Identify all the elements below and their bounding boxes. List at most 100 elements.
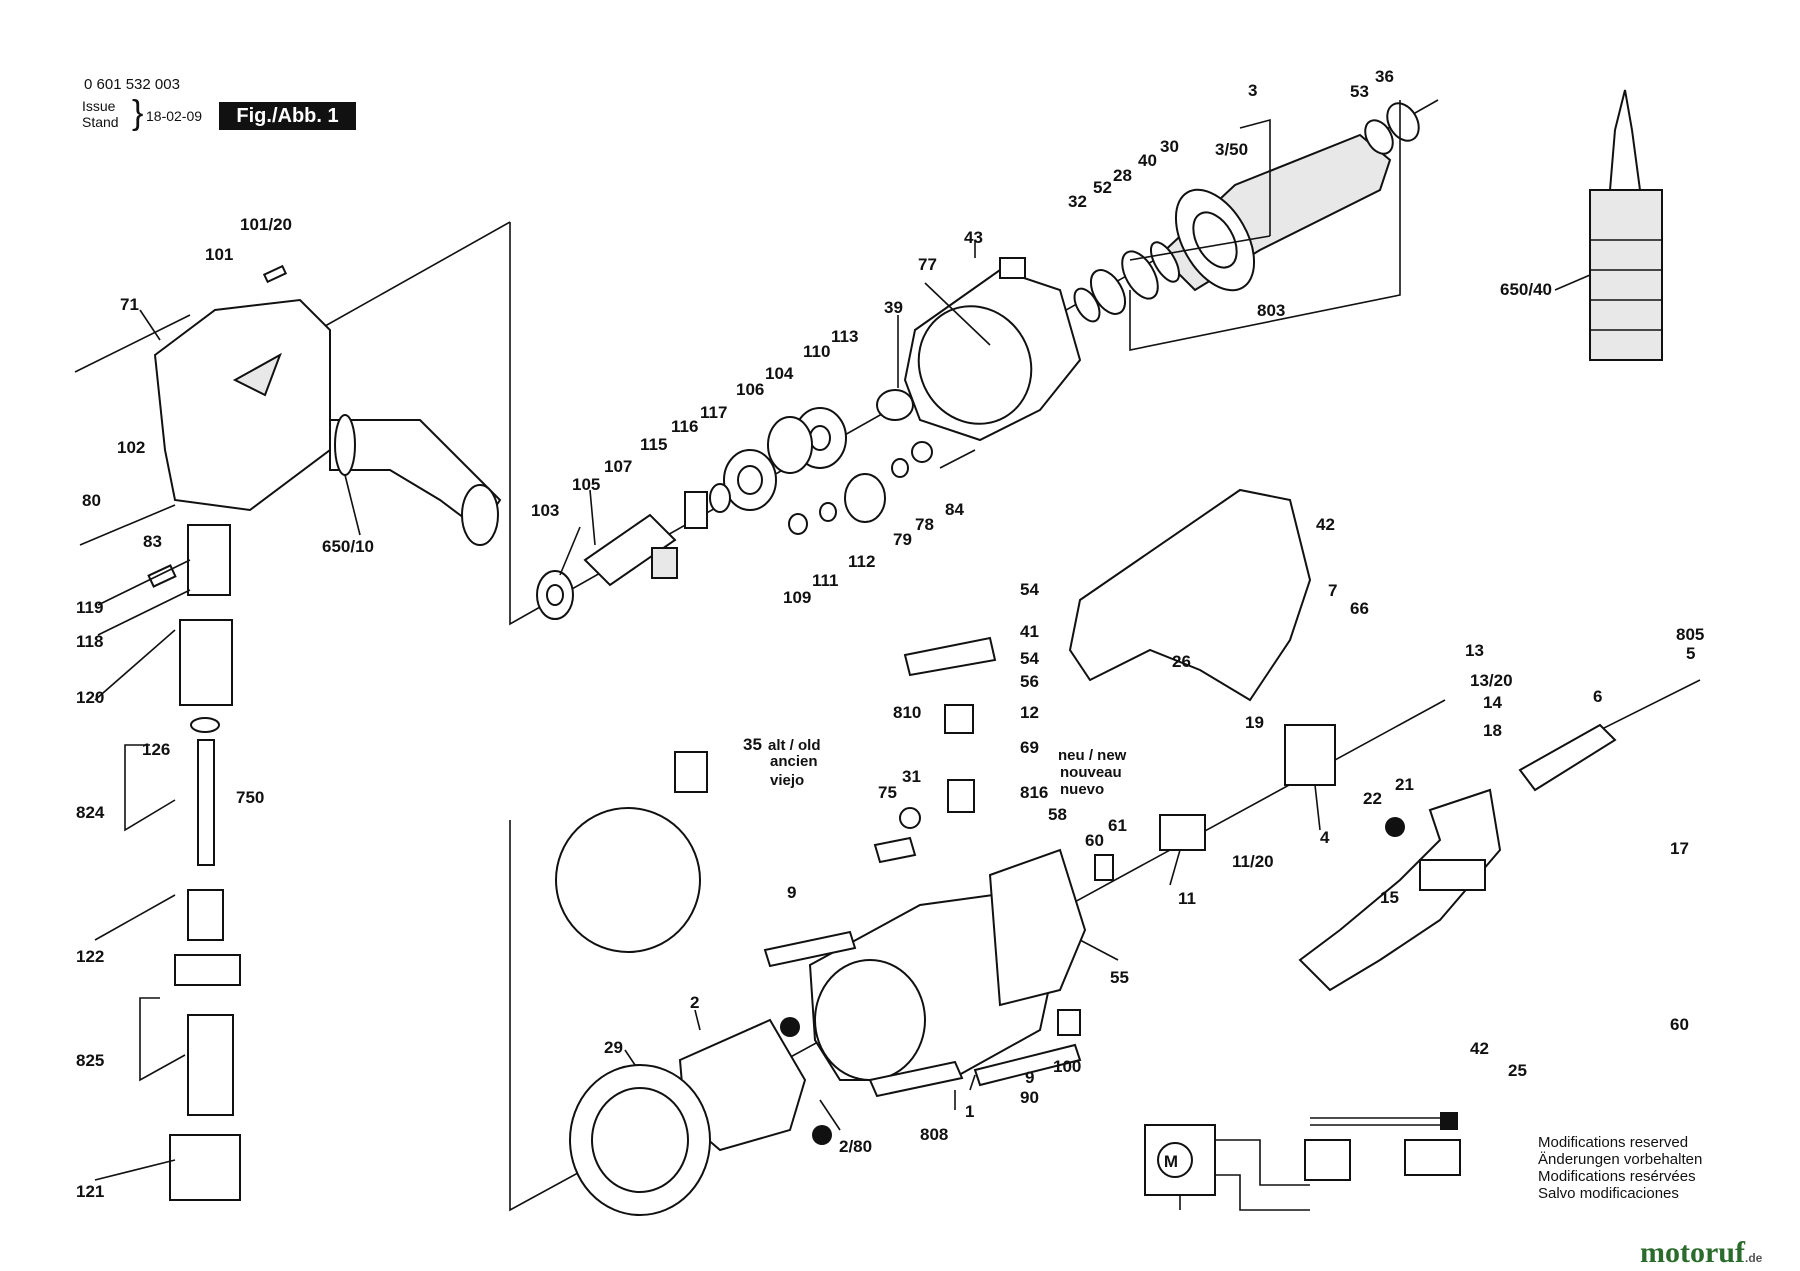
leader-77 xyxy=(924,282,991,346)
motoruf-logo[interactable]: motoruf.de xyxy=(1640,1236,1762,1270)
plate-15 xyxy=(1419,859,1486,891)
label-58: 58 xyxy=(1048,805,1067,824)
air-guide-29-inner xyxy=(591,1087,689,1193)
bearing-103-bore xyxy=(546,584,564,606)
label-110: 110 xyxy=(803,342,830,361)
nibbler-head xyxy=(74,264,502,546)
bracket-3-low xyxy=(1129,235,1271,261)
leader-119 xyxy=(97,559,191,606)
label-106: 106 xyxy=(736,380,764,399)
label-21: 21 xyxy=(1395,775,1414,794)
label-122: 122 xyxy=(76,947,104,966)
pin-101-20 xyxy=(262,264,288,284)
label-2: 2 xyxy=(690,993,699,1012)
punch-750 xyxy=(197,739,215,866)
capacitor-11 xyxy=(1159,814,1206,851)
issue-label: Issue xyxy=(82,98,116,114)
leader-lines xyxy=(94,240,1591,1210)
label-25: 25 xyxy=(1508,1061,1527,1080)
leader-29 xyxy=(624,1049,636,1066)
detail-circle xyxy=(555,807,701,953)
label-90: 90 xyxy=(1020,1088,1039,1107)
bracket-803 xyxy=(1129,100,1401,351)
bushing-109 xyxy=(788,513,808,535)
label-810: 810 xyxy=(893,703,921,722)
label-650-10: 650/10 xyxy=(322,537,374,556)
washer-79 xyxy=(891,458,909,478)
brush-holder-35 xyxy=(674,751,708,793)
armature-fan-hub xyxy=(1192,211,1238,269)
label-9b: 9 xyxy=(1025,1068,1034,1087)
label-3: 3 xyxy=(1248,81,1257,100)
label-42-top: 42 xyxy=(1316,515,1335,534)
capacitor-symbol xyxy=(1404,1139,1461,1176)
label-nouveau: nouveau xyxy=(1060,764,1122,781)
label-6: 6 xyxy=(1593,687,1602,706)
label-101: 101 xyxy=(205,245,233,264)
label-ancien: ancien xyxy=(770,753,818,770)
label-104: 104 xyxy=(765,364,794,383)
label-54b: 54 xyxy=(1020,649,1039,668)
label-803: 803 xyxy=(1257,301,1285,320)
stand-label: Stand xyxy=(82,114,119,130)
label-3-50: 3/50 xyxy=(1215,140,1248,159)
bracket-825 xyxy=(139,997,186,1082)
label-22: 22 xyxy=(1363,789,1382,808)
die-825 xyxy=(187,1014,234,1116)
label-14: 14 xyxy=(1483,693,1502,712)
label-32: 32 xyxy=(1068,192,1087,211)
label-5: 5 xyxy=(1686,644,1695,663)
leader-4 xyxy=(1314,784,1321,831)
label-2-80: 2/80 xyxy=(839,1137,872,1156)
label-55: 55 xyxy=(1110,968,1129,987)
label-36: 36 xyxy=(1375,67,1394,86)
label-69: 69 xyxy=(1020,738,1039,757)
armature-group xyxy=(1073,100,1420,351)
bracket-3 xyxy=(1239,118,1271,236)
modifications-note: Modifications reserved Änderungen vorbeh… xyxy=(1538,1134,1702,1202)
gear-housing-43 xyxy=(903,257,1082,442)
label-121: 121 xyxy=(76,1182,104,1201)
label-805: 805 xyxy=(1676,625,1704,644)
leader-2-80 xyxy=(819,1099,841,1131)
label-102: 102 xyxy=(117,438,145,457)
label-107: 107 xyxy=(604,457,632,476)
label-52: 52 xyxy=(1093,178,1112,197)
plug-terminals xyxy=(1440,1112,1458,1130)
head-101 xyxy=(153,298,331,512)
leader-1 xyxy=(969,1074,976,1091)
label-105: 105 xyxy=(572,475,600,494)
plate-75 xyxy=(873,836,917,864)
gear-116 xyxy=(684,491,708,529)
leader-650-40 xyxy=(1554,274,1591,291)
label-60b: 60 xyxy=(1670,1015,1689,1034)
label-54a: 54 xyxy=(1020,580,1039,599)
washer-111 xyxy=(819,502,837,522)
wiring-schematic xyxy=(1144,1112,1461,1211)
leader-55 xyxy=(1079,939,1119,961)
handle-42-bottom xyxy=(1298,788,1502,992)
pinion-39 xyxy=(876,389,914,421)
label-29: 29 xyxy=(604,1038,623,1057)
label-56: 56 xyxy=(1020,672,1039,691)
label-4: 4 xyxy=(1320,828,1330,847)
leader-121 xyxy=(94,1159,176,1181)
label-35: 35 xyxy=(743,735,762,754)
label-126: 126 xyxy=(142,740,170,759)
modifications-es: Salvo modificaciones xyxy=(1538,1185,1679,1202)
label-13-20: 13/20 xyxy=(1470,671,1513,690)
switch-symbol xyxy=(1304,1139,1351,1181)
gear-train xyxy=(536,389,976,620)
housing-43-boss xyxy=(999,257,1026,279)
label-motor-M: M xyxy=(1164,1152,1178,1171)
carbon-brush-816 xyxy=(947,779,975,813)
e-marker-1-text: e xyxy=(786,1019,794,1036)
label-109: 109 xyxy=(783,588,811,607)
punch-column xyxy=(124,524,241,1201)
label-viejo: viejo xyxy=(770,772,804,789)
leader-105 xyxy=(589,489,596,546)
label-101-20: 101/20 xyxy=(240,215,292,234)
label-9 xyxy=(763,930,857,968)
e-markers: e e e xyxy=(780,817,1405,1145)
part-labels: 3 36 53 3/50 30 40 28 52 32 803 43 77 39… xyxy=(76,67,1704,1201)
